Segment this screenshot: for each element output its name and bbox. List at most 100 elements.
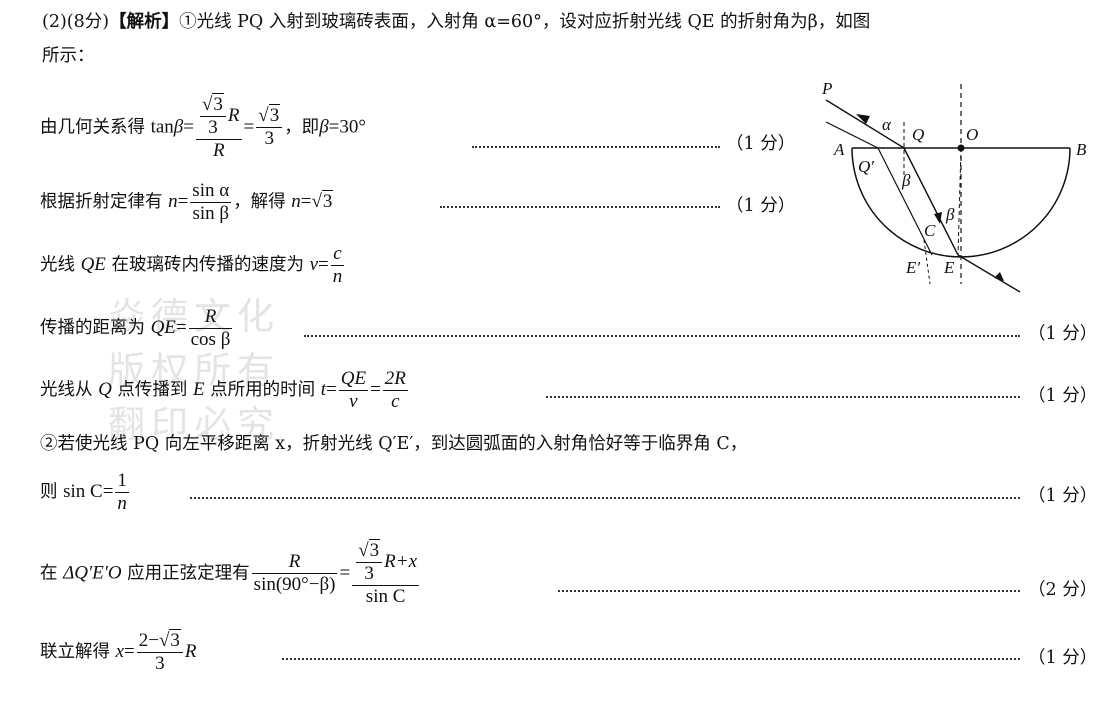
label-Q: Q <box>912 125 924 144</box>
step-3-text: 在玻璃砖内传播的速度为 <box>111 254 304 275</box>
var-Q: Q <box>98 378 112 400</box>
radicand: 3 <box>169 629 181 651</box>
label-E-prime: E′ <box>905 258 920 277</box>
var-QE: QE <box>150 316 176 338</box>
arrow-head <box>856 114 870 124</box>
var-n: n <box>168 190 178 212</box>
score: （1 分） <box>726 134 796 154</box>
refracted-ray-QE <box>903 147 959 256</box>
connector-text: 点传播到 <box>117 379 188 400</box>
R-plus-x: R+x <box>384 550 418 572</box>
score: （1 分） <box>1028 324 1098 344</box>
label-C: C <box>924 221 936 240</box>
step-6-text: 若使光线 PQ 向左平移距离 x，折射光线 Q′E′，到达圆弧面的入射角恰好等于… <box>57 434 748 454</box>
connector-text: 点所用的时间 <box>210 379 316 400</box>
equals: = <box>339 562 351 584</box>
dot-leader <box>304 335 1020 337</box>
step-5-prefix: 光线从 <box>40 379 93 400</box>
var-x: x <box>115 640 125 662</box>
arrow-head <box>934 212 942 224</box>
denominator: sin(90°−β) <box>253 574 336 596</box>
tan-function: tan <box>150 116 174 138</box>
radicand: 3 <box>368 539 381 561</box>
dot-leader <box>190 497 1020 499</box>
equals: = <box>370 378 381 400</box>
denominator: 3 <box>264 128 274 150</box>
var-n: n <box>291 190 301 212</box>
equals: = <box>243 116 255 138</box>
label-B: B <box>1076 140 1087 159</box>
step-8-prefix: 联立解得 <box>40 641 110 662</box>
circled-number: ② <box>40 434 58 454</box>
intro-line-1: (2)(8分)【解析】①光线 PQ 入射到玻璃砖表面，入射角 α=60°，设对应… <box>42 12 870 32</box>
var-n: n <box>117 492 127 514</box>
radicand: 3 <box>321 189 334 212</box>
score: （1 分） <box>1028 386 1098 406</box>
denominator: 3 <box>155 652 165 674</box>
step-3-prefix: 光线 <box>40 254 75 275</box>
denominator: 3 <box>208 116 218 138</box>
step-4-prefix: 传播的距离为 <box>40 317 145 338</box>
watermark-line: 版权所有 <box>108 349 280 392</box>
incident-ray-shifted <box>825 121 879 149</box>
label-alpha: α <box>882 115 892 134</box>
equals: = <box>124 640 135 662</box>
dot-leader <box>472 146 720 148</box>
score: （1 分） <box>726 196 796 216</box>
var-R: R <box>288 551 301 573</box>
var-c: c <box>391 390 400 412</box>
watermark-line: 焱德文化 <box>108 295 280 338</box>
two-R: 2R <box>384 368 406 389</box>
dot-leader <box>282 658 1020 660</box>
step-1-prefix: 由几何关系得 <box>40 117 145 138</box>
label-E: E <box>943 258 955 277</box>
numerator: sin α <box>190 180 232 203</box>
score: （2 分） <box>1028 580 1098 600</box>
equals: = <box>318 253 329 275</box>
equals: = <box>102 480 114 502</box>
watermark-line: 翻印必究 <box>108 403 280 446</box>
var-R: R <box>184 640 197 662</box>
var-v: v <box>349 390 358 412</box>
label-beta-1: β <box>901 171 911 190</box>
refracted-ray-QpEp <box>877 147 933 256</box>
var-v: v <box>309 253 318 275</box>
var-t: t <box>320 378 327 400</box>
emergent-ray <box>957 254 1021 293</box>
var-R: R <box>212 139 225 161</box>
triangle-symbol: ΔQ′E′O <box>63 562 122 584</box>
label-beta-2: β <box>945 205 955 224</box>
label-O: O <box>966 125 978 144</box>
denominator: R <box>196 140 242 162</box>
dot-leader <box>546 396 1020 398</box>
var-QE: QE <box>80 253 106 275</box>
var-QE: QE <box>340 368 367 389</box>
var-R: R <box>227 104 240 126</box>
denominator: 3 <box>364 562 374 584</box>
var-n: n <box>332 265 343 287</box>
denominator: sin β <box>192 202 230 224</box>
result-value: =30° <box>328 116 366 138</box>
circled-number: ① <box>179 12 197 32</box>
question-number: (2)(8分) <box>42 12 110 32</box>
dot-leader <box>558 590 1020 592</box>
refraction-diagram: P α Q O A B Q′ β β C E′ E <box>821 79 1087 293</box>
incident-ray-PQ <box>825 99 905 149</box>
watermark: 焱德文化 版权所有 翻印必究 <box>96 290 292 452</box>
